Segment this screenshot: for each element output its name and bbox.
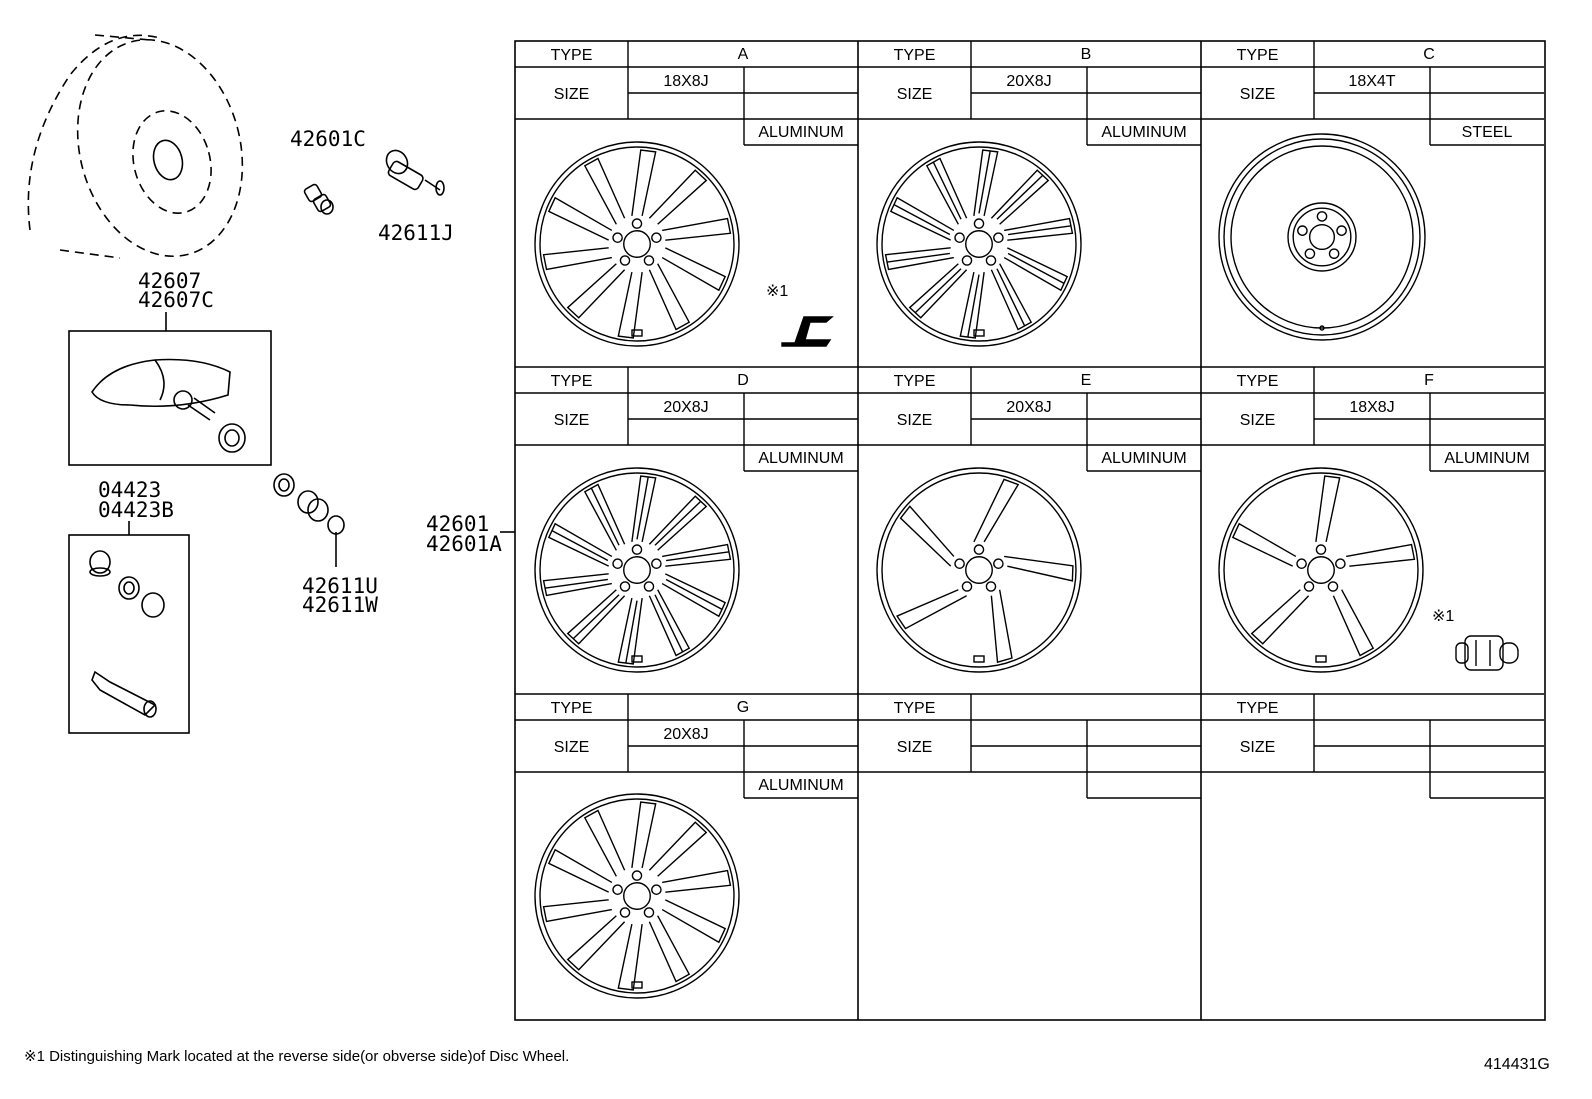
part-number-04423b: 04423B: [98, 498, 174, 522]
wheel-material: STEEL: [1461, 124, 1513, 141]
part-number-04423: 04423: [98, 478, 162, 502]
valve-cap-icon: [303, 183, 334, 215]
wheel-type-G: G: [736, 699, 750, 716]
wheel-C-icon: [1218, 133, 1426, 341]
type-label: TYPE: [1236, 373, 1279, 390]
footnote: ※1 Distinguishing Mark located at the re…: [24, 1048, 570, 1065]
valve-stem-icon: [385, 149, 445, 196]
wheel-type-A: A: [737, 46, 749, 63]
size-label: SIZE: [553, 739, 590, 756]
wheel-material: ALUMINUM: [1101, 450, 1187, 467]
sensor-box: [68, 330, 272, 466]
wheel-size: 18X4T: [1348, 73, 1396, 90]
wheel-type-B: B: [1080, 46, 1092, 63]
part-number-42607: 42607: [138, 269, 202, 293]
note-mark-a: ※1: [766, 283, 789, 300]
size-label: SIZE: [896, 86, 933, 103]
note-mark-f: ※1: [1432, 608, 1455, 625]
wheel-material: ALUMINUM: [758, 450, 844, 467]
wheel-A-icon: [534, 141, 740, 347]
tpms-sensor-icon: [91, 358, 246, 453]
wheel-E-icon: [876, 467, 1082, 673]
tire-hub-icon: [152, 139, 184, 181]
wheel-size: 20X8J: [1006, 399, 1052, 416]
wheel-type-F: F: [1424, 372, 1434, 389]
size-label: SIZE: [553, 86, 590, 103]
wheel-material: ALUMINUM: [758, 777, 844, 794]
size-label: SIZE: [553, 412, 590, 429]
part-number-42601: 42601: [426, 512, 490, 536]
type-label: TYPE: [893, 373, 936, 390]
part-number-42601c: 42601C: [290, 127, 366, 151]
grommet-nut-icon: [273, 473, 345, 535]
size-label: SIZE: [896, 739, 933, 756]
part-number-42601a: 42601A: [426, 532, 502, 556]
wheel-type-E: E: [1080, 372, 1092, 389]
wheel-material: ALUMINUM: [758, 124, 844, 141]
wheel-F-icon: [1218, 467, 1424, 673]
type-label: TYPE: [550, 700, 593, 717]
size-label: SIZE: [1239, 86, 1276, 103]
wheel-type-C: C: [1423, 46, 1435, 63]
size-label: SIZE: [896, 412, 933, 429]
part-number-42611j: 42611J: [378, 221, 454, 245]
wheel-size: 20X8J: [663, 726, 709, 743]
distinguishing-mark-icon: [781, 316, 834, 347]
size-label: SIZE: [1239, 412, 1276, 429]
part-number-42611w: 42611W: [302, 593, 378, 617]
part-number-42611u: 42611U: [302, 574, 378, 598]
type-label: TYPE: [1236, 700, 1279, 717]
wheel-G-icon: [534, 793, 740, 999]
tire-outline-icon: [27, 34, 244, 259]
type-label: TYPE: [893, 47, 936, 64]
wheel-size: 20X8J: [1006, 73, 1052, 90]
diagram-id: 414431G: [1484, 1056, 1550, 1073]
wheel-D-icon: [534, 467, 740, 673]
wheel-material: ALUMINUM: [1444, 450, 1530, 467]
type-label: TYPE: [893, 700, 936, 717]
repair-kit-box: [68, 534, 190, 734]
distinguishing-mark-icon: [1455, 635, 1519, 671]
type-label: TYPE: [550, 373, 593, 390]
type-label: TYPE: [1236, 47, 1279, 64]
wheel-size: 18X8J: [663, 73, 709, 90]
wheel-size: 18X8J: [1349, 399, 1395, 416]
valve-kit-icon: [89, 550, 165, 718]
size-label: SIZE: [1239, 739, 1276, 756]
wheel-B-icon: [876, 141, 1082, 347]
wheel-type-D: D: [737, 372, 749, 389]
type-label: TYPE: [550, 47, 593, 64]
wheel-size: 20X8J: [663, 399, 709, 416]
wheel-material: ALUMINUM: [1101, 124, 1187, 141]
wheel-type-grid: [514, 40, 1546, 1021]
part-number-42607c: 42607C: [138, 288, 214, 312]
